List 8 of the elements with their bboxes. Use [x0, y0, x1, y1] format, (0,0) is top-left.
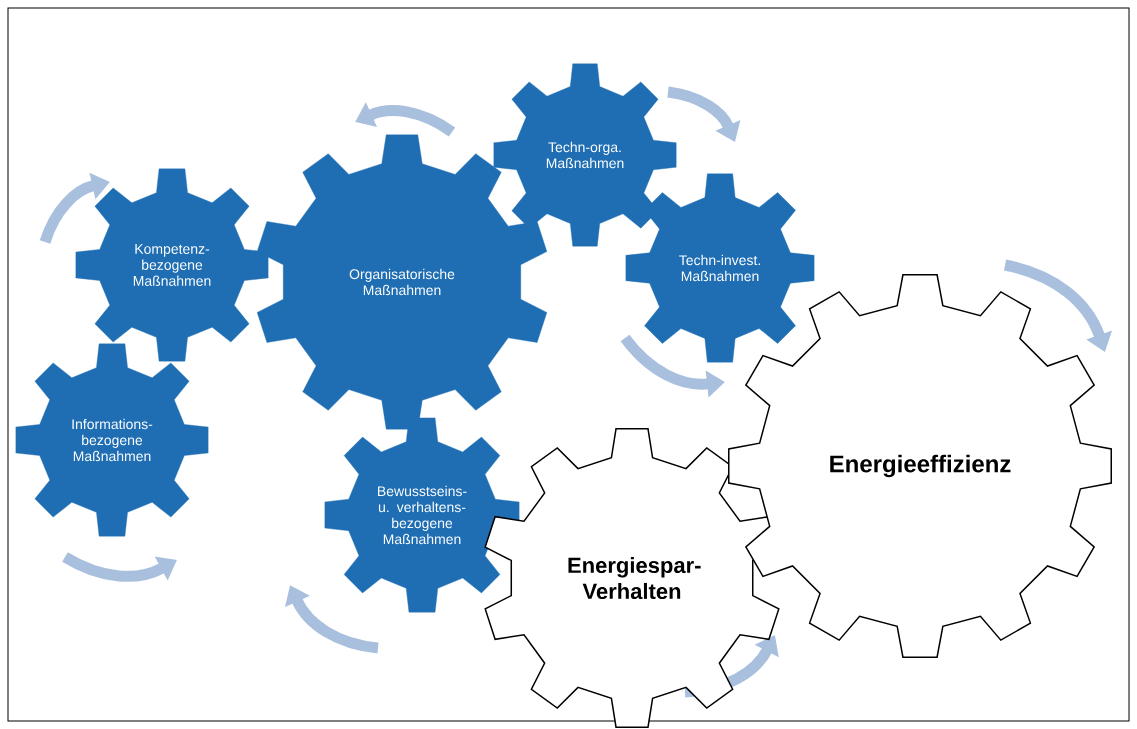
gear: Organisatorische Maßnahmen: [256, 134, 548, 430]
gear: Informations- bezogene Maßnahmen: [15, 343, 209, 537]
gear: Bewusstseins- u. verhaltens- bezogene Maßnahmen: [324, 417, 520, 613]
gear: Kompetenz- bezogene Maßnahmen: [75, 168, 269, 362]
gear: Energiespar- Verhalten: [484, 428, 780, 728]
gear: Techn-orga. Maßnahmen: [493, 63, 677, 247]
node-label: Energiespar- Verhalten: [568, 556, 701, 600]
gear: Techn-invest. Maßnahmen: [625, 173, 815, 363]
